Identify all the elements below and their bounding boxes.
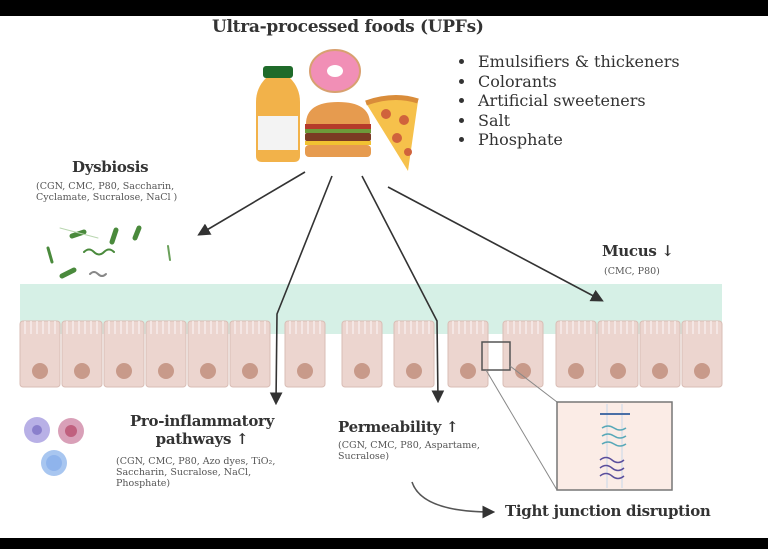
arrow-to-mucus [387,186,604,302]
additive-item: Artificial sweeteners [476,91,680,111]
epithelial-cell [61,320,103,388]
juice-bottle-icon [256,66,300,162]
nucleus [610,363,626,379]
inflammation-agents-line: Phosphate) [116,478,171,489]
epithelium [19,320,723,388]
nucleus [242,363,258,379]
dysbiosis-label: Dysbiosis [72,158,149,176]
permeability-agents: (CGN, CMC, P80, Aspartame, Sucralose) [338,440,480,462]
dysbiosis-agents-line: Cyclamate, Sucralose, NaCl ) [36,192,178,203]
page-title: Ultra-processed foods (UPFs) [212,17,484,37]
nucleus [694,363,710,379]
nucleus [74,363,90,379]
nucleus [568,363,584,379]
nucleus [406,363,422,379]
nucleus [200,363,216,379]
nucleus [460,363,476,379]
inflammation-agents-line: (CGN, CMC, P80, Azo dyes, TiO₂, [116,456,276,467]
epithelial-cell [341,320,383,388]
bacteria-icon [46,225,171,279]
arrow-to-tight-junction [411,481,496,519]
nucleus [116,363,132,379]
nucleus [297,363,313,379]
permeability-label: Permeability ↑ [338,418,459,436]
tight-junction-label: Tight junction disruption [505,502,711,520]
permeability-agents-line: (CGN, CMC, P80, Aspartame, [338,440,480,451]
additives-list: Emulsifiers & thickeners Colorants Artif… [458,52,680,150]
additive-item: Phosphate [476,130,680,150]
epithelial-cell [639,320,681,388]
nucleus [158,363,174,379]
arrow-to-permeability [361,175,445,404]
dysbiosis-agents-line: (CGN, CMC, P80, Saccharin, [36,181,175,192]
inflammation-label: Pro-inflammatory pathways ↑ [122,412,282,448]
epithelial-cell [19,320,61,388]
additive-item: Colorants [476,72,680,92]
epithelial-cell [681,320,723,388]
epithelial-cell [187,320,229,388]
permeability-agents-line: Sucralose) [338,451,390,462]
arrow-to-dysbiosis [197,171,306,236]
arrows [197,171,604,519]
inflammation-agents-line: Saccharin, Sucralose, NaCl, [116,467,252,478]
inflammation-label-line: pathways ↑ [155,430,249,448]
mucus-agents: (CMC, P80) [604,266,660,277]
additive-item: Emulsifiers & thickeners [476,52,680,72]
epithelial-cell [103,320,145,388]
diagram-graphics [19,49,723,519]
junction-highlight-box [481,341,511,371]
donut-icon [309,49,361,93]
epithelial-cell [502,320,544,388]
epithelial-cell [597,320,639,388]
nucleus [515,363,531,379]
tight-junction-inset [556,401,673,491]
epithelial-cell [555,320,597,388]
epithelial-cell [393,320,435,388]
epithelial-cell [145,320,187,388]
nucleus [652,363,668,379]
arrow-to-inflammation [269,175,333,406]
immune-cells-icon [24,417,84,476]
epithelial-cell [229,320,271,388]
additive-item: Salt [476,111,680,131]
inflammation-label-line: Pro-inflammatory [129,412,275,430]
pizza-slice-icon [365,95,419,171]
epithelial-cell [447,320,489,388]
inflammation-agents: (CGN, CMC, P80, Azo dyes, TiO₂, Sacchari… [116,456,275,489]
nucleus [354,363,370,379]
nucleus [32,363,48,379]
diagram-canvas: Ultra-processed foods (UPFs) Emulsifiers… [0,16,768,538]
burger-icon [305,102,371,157]
epithelial-cell [284,320,326,388]
mucus-label: Mucus ↓ [602,242,674,260]
dysbiosis-agents: (CGN, CMC, P80, Saccharin, Cyclamate, Su… [36,181,177,203]
